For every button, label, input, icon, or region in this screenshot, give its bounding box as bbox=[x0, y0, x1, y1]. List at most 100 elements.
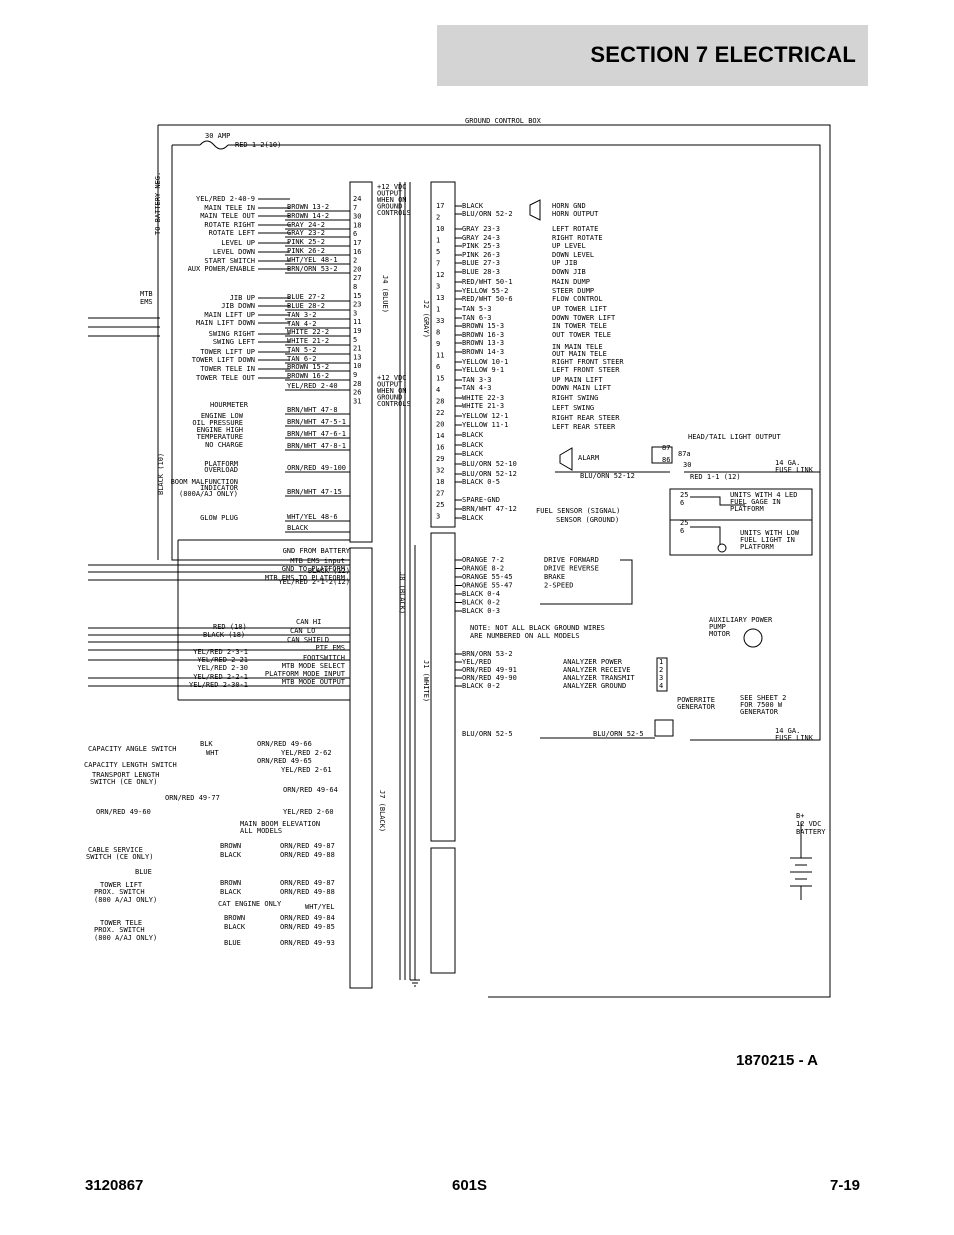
j2-pin: 16 bbox=[436, 444, 444, 452]
j2-wire-label: YELLOW 9-1 bbox=[462, 366, 504, 374]
analyzer-pin: 2 bbox=[659, 666, 663, 674]
j1-wire-label: BRN/ORN 53-2 bbox=[462, 650, 513, 658]
section-header: SECTION 7 ELECTRICAL bbox=[437, 25, 868, 86]
right-function-label: LEFT SWING bbox=[552, 404, 594, 412]
j4-wire-label: BROWN 15-2 bbox=[287, 363, 329, 371]
j2-wire-label: BLUE 28-3 bbox=[462, 268, 500, 276]
j7-wire-label: ORN/RED 49-88 bbox=[280, 888, 335, 896]
j7-wire-label: ORN/RED 49-88 bbox=[280, 851, 335, 859]
j2-wire-label: BLACK bbox=[462, 450, 484, 458]
j2-wire-label: BRN/WHT 47-12 bbox=[462, 505, 517, 513]
j2-pin: 29 bbox=[436, 455, 444, 463]
aux-pump-label: MOTOR bbox=[709, 630, 731, 638]
right-function-label: OUT TOWER TELE bbox=[552, 331, 611, 339]
j2-wire-label: TAN 3-3 bbox=[462, 376, 492, 384]
j4-wire-label: TAN 4-2 bbox=[287, 320, 317, 328]
j2-wire-label: BLU/ORN 52-12 bbox=[462, 470, 517, 478]
j7-wire-label: BROWN bbox=[220, 842, 241, 850]
right-function-label: LEFT REAR STEER bbox=[552, 423, 616, 431]
j2-wire-label: BLACK bbox=[462, 431, 484, 439]
j2-pin: 17 bbox=[436, 202, 444, 210]
j2-pin: 18 bbox=[436, 478, 444, 486]
indicator-label: ENGINE HIGH bbox=[197, 426, 243, 434]
j4-pin: 10 bbox=[353, 362, 361, 370]
j4-pin: 27 bbox=[353, 274, 361, 282]
j4-connector-label: J4 (BLUE) bbox=[381, 275, 389, 313]
j4-wire-label: TAN 6-2 bbox=[287, 355, 317, 363]
left-function-label: START SWITCH bbox=[204, 257, 255, 265]
j2-wire-label: BROWN 14-3 bbox=[462, 348, 504, 356]
j2-pin: 7 bbox=[436, 260, 440, 268]
j2-wire-label: BROWN 13-3 bbox=[462, 339, 504, 347]
j1-wire-label: ORN/RED 49-91 bbox=[462, 666, 517, 674]
j4-output-note: CONTROLS bbox=[377, 209, 411, 217]
left-function-label: ROTATE LEFT bbox=[209, 229, 256, 237]
j4-wire-label: BROWN 13-2 bbox=[287, 203, 329, 211]
black-main-wire-label: BLACK (10) bbox=[157, 453, 165, 495]
j7-left-label: CABLE SERVICE bbox=[88, 846, 143, 854]
j2-wire-label: YELLOW 11-1 bbox=[462, 421, 508, 429]
j4-wire-label: BRN/WHT 47-6-1 bbox=[287, 430, 346, 438]
j7-wire-label: WHT bbox=[206, 749, 219, 757]
right-function-label: STEER DUMP bbox=[552, 287, 594, 295]
right-function-label: DOWN LEVEL bbox=[552, 251, 594, 259]
j2-pin: 33 bbox=[436, 317, 444, 325]
j2-pin: 6 bbox=[436, 363, 440, 371]
right-function-label: DOWN TOWER LIFT bbox=[552, 314, 616, 322]
mtb-ems-label: MTB bbox=[140, 290, 153, 298]
j4-pin: 26 bbox=[353, 389, 361, 397]
j7-wire-label: YEL/RED 2-61 bbox=[281, 766, 332, 774]
j8-wire-label: BLACK 0-2 bbox=[462, 599, 500, 607]
j2-wire-label: RED/WHT 50-6 bbox=[462, 295, 513, 303]
indicator-label: PLATFORM bbox=[204, 460, 238, 468]
sheet2-note: GENERATOR bbox=[740, 708, 779, 716]
j2-wire-label: TAN 5-3 bbox=[462, 305, 492, 313]
j7-left-label: TOWER LIFT bbox=[100, 881, 143, 889]
j4-output-note: WHEN ON bbox=[377, 196, 407, 204]
j2-pin: 11 bbox=[436, 352, 444, 360]
j7-wire-label: ORN/RED 49-93 bbox=[280, 939, 335, 947]
analyzer-pin: 4 bbox=[659, 682, 663, 690]
j7-wire-label: ORN/RED 49-65 bbox=[257, 757, 312, 765]
j4-pin: 11 bbox=[353, 318, 361, 326]
left-function-label: TOWER TELE OUT bbox=[196, 374, 256, 382]
indicator-label: OIL PRESSURE bbox=[192, 419, 243, 427]
j4-pin: 28 bbox=[353, 380, 361, 388]
left-function-label: ROTATE RIGHT bbox=[204, 221, 255, 229]
j2-wire-label: BLACK bbox=[462, 441, 484, 449]
j7-left-label: BLUE bbox=[135, 868, 152, 876]
j2-wire-label: BROWN 16-3 bbox=[462, 331, 504, 339]
blu-orn-5-label: BLU/ORN 52-5 bbox=[462, 730, 513, 738]
left-function-label: MAIN TELE OUT bbox=[200, 212, 256, 220]
j2-wire-label: WHITE 22-3 bbox=[462, 394, 504, 402]
j8-left-label: MTB EMS input bbox=[290, 557, 345, 565]
j1-left-label: YEL/RED 2-2-1 bbox=[193, 673, 248, 681]
j1-wire-label: ORN/RED 49-90 bbox=[462, 674, 517, 682]
j2-wire-label: BLACK bbox=[462, 202, 484, 210]
glow-plug-label: GLOW PLUG bbox=[200, 514, 238, 522]
left-function-label: YEL/RED 2-40-9 bbox=[196, 195, 255, 203]
j1-left-label: CAN SHIELD bbox=[287, 636, 329, 644]
j4-pin: 13 bbox=[353, 353, 361, 361]
fuel-units-led: PLATFORM bbox=[730, 505, 764, 513]
j4-pin: 16 bbox=[353, 248, 361, 256]
j4-wire-label: WHITE 21-2 bbox=[287, 337, 329, 345]
j2-pin: 22 bbox=[436, 409, 444, 417]
j7-wire-label: YEL/RED 2-60 bbox=[283, 808, 334, 816]
analyzer-label: ANALYZER POWER bbox=[563, 658, 623, 666]
indicator-label: BOOM MALFUNCTION bbox=[171, 478, 238, 486]
j4-pin: 30 bbox=[353, 213, 361, 221]
j4-pin: 2 bbox=[353, 257, 357, 265]
fuel-units-light: FUEL LIGHT IN bbox=[740, 536, 795, 544]
j2-wire-label: TAN 4-3 bbox=[462, 384, 492, 392]
j4-pin: 24 bbox=[353, 195, 361, 203]
j4-output-note: GROUND bbox=[377, 394, 402, 402]
right-function-label: IN TOWER TELE bbox=[552, 322, 607, 330]
j4-wire-label: BRN/WHT 47-5-1 bbox=[287, 418, 346, 426]
analyzer-label: ANALYZER RECEIVE bbox=[563, 666, 630, 674]
j7-wire-label: BROWN bbox=[224, 914, 245, 922]
model-name: 601S bbox=[452, 1177, 488, 1194]
j2-pin: 8 bbox=[436, 329, 440, 337]
indicator-label: ENGINE LOW bbox=[201, 412, 244, 420]
j7-wire-label: BROWN bbox=[220, 879, 241, 887]
